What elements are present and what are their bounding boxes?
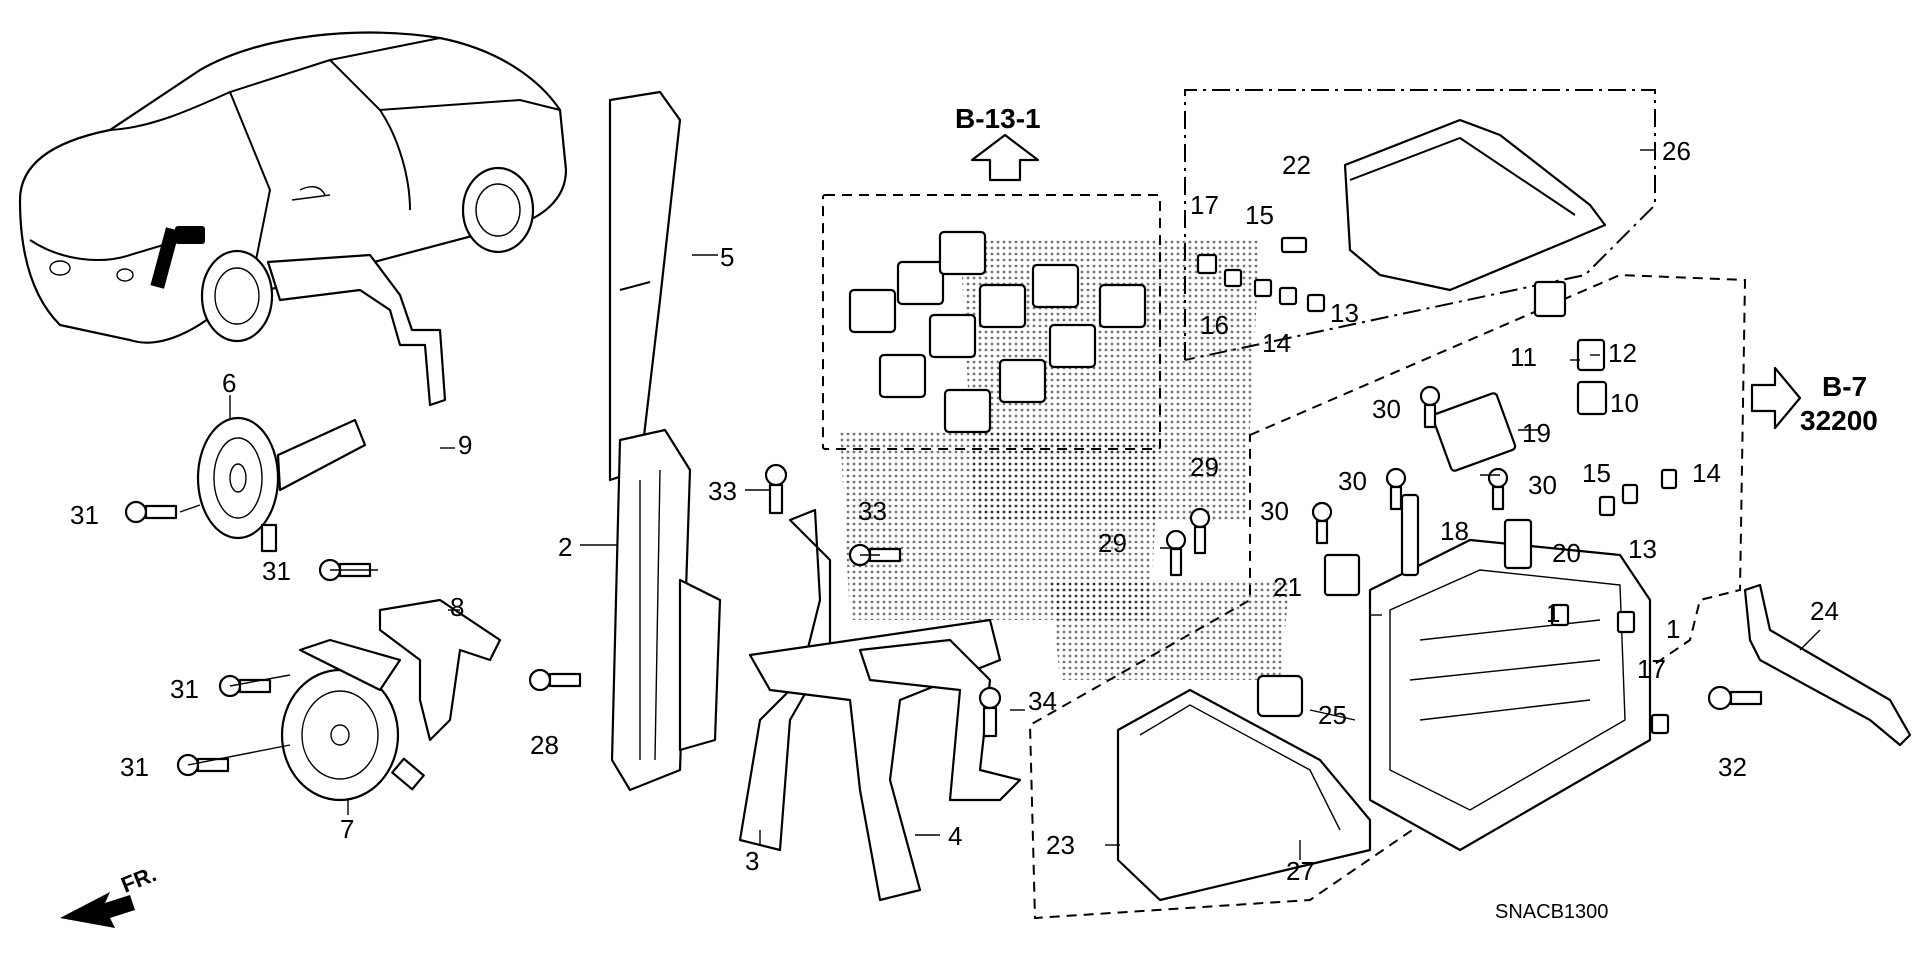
relay-11	[1533, 280, 1567, 318]
fuse-1a	[1550, 603, 1570, 627]
part-21	[1323, 553, 1361, 597]
fuse-box-body	[1368, 538, 1652, 852]
callout-label: 31	[120, 752, 149, 782]
fuse-16	[1223, 268, 1243, 288]
bracket-stay	[858, 638, 1022, 802]
callout-label: 8	[450, 592, 464, 622]
callout-label: 31	[262, 556, 291, 586]
callout-label: 30	[1372, 394, 1401, 424]
fuse-box-container	[1028, 273, 1747, 920]
callout-label: 29	[1190, 452, 1219, 482]
bolt-icon	[124, 385, 1763, 777]
relay-10	[1576, 380, 1608, 416]
fuse-15a	[1253, 278, 1273, 298]
horn-7-assembly	[280, 598, 502, 802]
horn-6-assembly	[196, 253, 447, 553]
up-arrow-icon	[970, 133, 1040, 182]
part-20	[1503, 518, 1533, 570]
part-18	[1400, 493, 1420, 577]
leader-lines	[179, 149, 1821, 860]
callout-label: 2	[558, 532, 572, 562]
callout-label: 21	[1273, 572, 1302, 602]
bracket-24	[1743, 583, 1912, 747]
ref-b13-1: B-13-1	[955, 103, 1041, 134]
fuse-22	[1280, 236, 1308, 254]
callout-label: 30	[1528, 470, 1557, 500]
callout-label: 19	[1522, 418, 1551, 448]
front-arrow-icon	[60, 892, 135, 928]
callout-label: 29	[1098, 528, 1127, 558]
callout-label: 16	[1200, 310, 1229, 340]
callout-label: 15	[1245, 200, 1274, 230]
fuse-17b	[1650, 713, 1670, 735]
callout-label: 13	[1628, 534, 1657, 564]
ref-32200: 32200	[1800, 405, 1878, 436]
right-arrow-icon	[1750, 366, 1802, 430]
callout-label: 33	[858, 496, 887, 526]
callout-label: 14	[1692, 458, 1721, 488]
callout-label: 27	[1286, 856, 1315, 886]
fuse-17a	[1196, 253, 1218, 275]
callout-label: 1	[1666, 614, 1680, 644]
fuse-1b	[1616, 610, 1636, 634]
callout-label: 17	[1190, 190, 1219, 220]
fuse-15b	[1598, 495, 1616, 517]
callout-label: 25	[1318, 700, 1347, 730]
callout-label: 28	[530, 730, 559, 760]
callout-label: 7	[340, 814, 354, 844]
callout-label: 22	[1282, 150, 1311, 180]
callout-label: 5	[720, 242, 734, 272]
part-25	[1256, 674, 1304, 718]
callout-label: 26	[1662, 136, 1691, 166]
ecu-cover-5	[608, 90, 682, 482]
callout-label: 30	[1338, 466, 1367, 496]
callout-label: 11	[1510, 342, 1537, 372]
ref-b7: B-7	[1822, 371, 1867, 402]
callout-label: 34	[1028, 686, 1057, 716]
callout-label: 17	[1637, 654, 1666, 684]
front-label: FR.	[118, 861, 160, 897]
bracket-3	[738, 508, 832, 852]
diagram-code: SNACB1300	[1495, 901, 1608, 923]
callout-label: 3	[745, 846, 759, 876]
callout-label: 32	[1718, 752, 1747, 782]
callout-label: 1	[1546, 598, 1560, 628]
callout-label: 23	[1046, 830, 1075, 860]
fuse-14a	[1278, 286, 1298, 306]
fuse-13b	[1621, 483, 1639, 505]
callout-label: 9	[458, 430, 472, 460]
car-illustration	[18, 31, 568, 344]
relay-group	[822, 194, 1161, 450]
lower-cover-23	[1116, 688, 1372, 902]
callout-label: 33	[708, 476, 737, 506]
ecu-2	[610, 428, 722, 792]
callout-label: 6	[222, 368, 236, 398]
callout-label: 31	[70, 500, 99, 530]
module-19	[1431, 392, 1517, 472]
callout-label: 4	[948, 821, 962, 851]
callout-label: 12	[1608, 338, 1637, 368]
callout-label: 18	[1440, 516, 1469, 546]
callout-label: 24	[1810, 596, 1839, 626]
callout-label: 20	[1552, 538, 1581, 568]
callout-label: 10	[1610, 388, 1639, 418]
callout-label: 13	[1330, 298, 1359, 328]
fuse-14b	[1660, 468, 1678, 490]
fuse-13a	[1306, 293, 1326, 313]
fuse-box-cover-26	[1184, 89, 1656, 361]
callout-label: 31	[170, 674, 199, 704]
callout-label: 30	[1260, 496, 1289, 526]
callout-label: 15	[1582, 458, 1611, 488]
callout-label: 14	[1262, 328, 1291, 358]
bracket-4	[748, 618, 1002, 902]
